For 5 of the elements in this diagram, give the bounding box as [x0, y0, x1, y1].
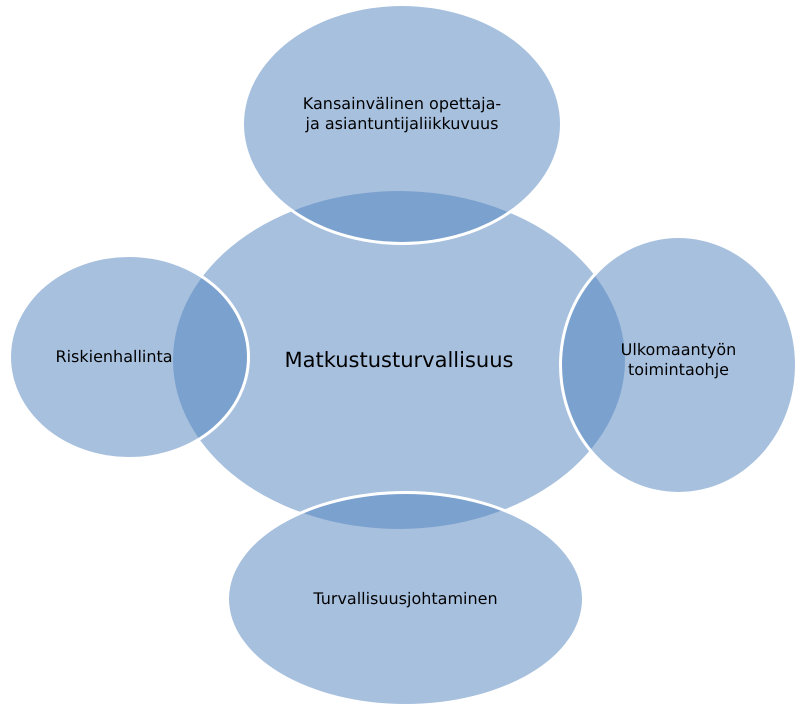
node-label: Ulkomaantyön toimintaohje — [620, 340, 738, 380]
node-label: Riskienhallinta — [55, 347, 173, 367]
node-label: Turvallisuusjohtaminen — [313, 589, 498, 609]
node-label: Matkustusturvallisuus — [284, 346, 514, 374]
node-label: Kansainvälinen opettaja- ja asiantuntijaliikkuvuus — [302, 94, 502, 134]
